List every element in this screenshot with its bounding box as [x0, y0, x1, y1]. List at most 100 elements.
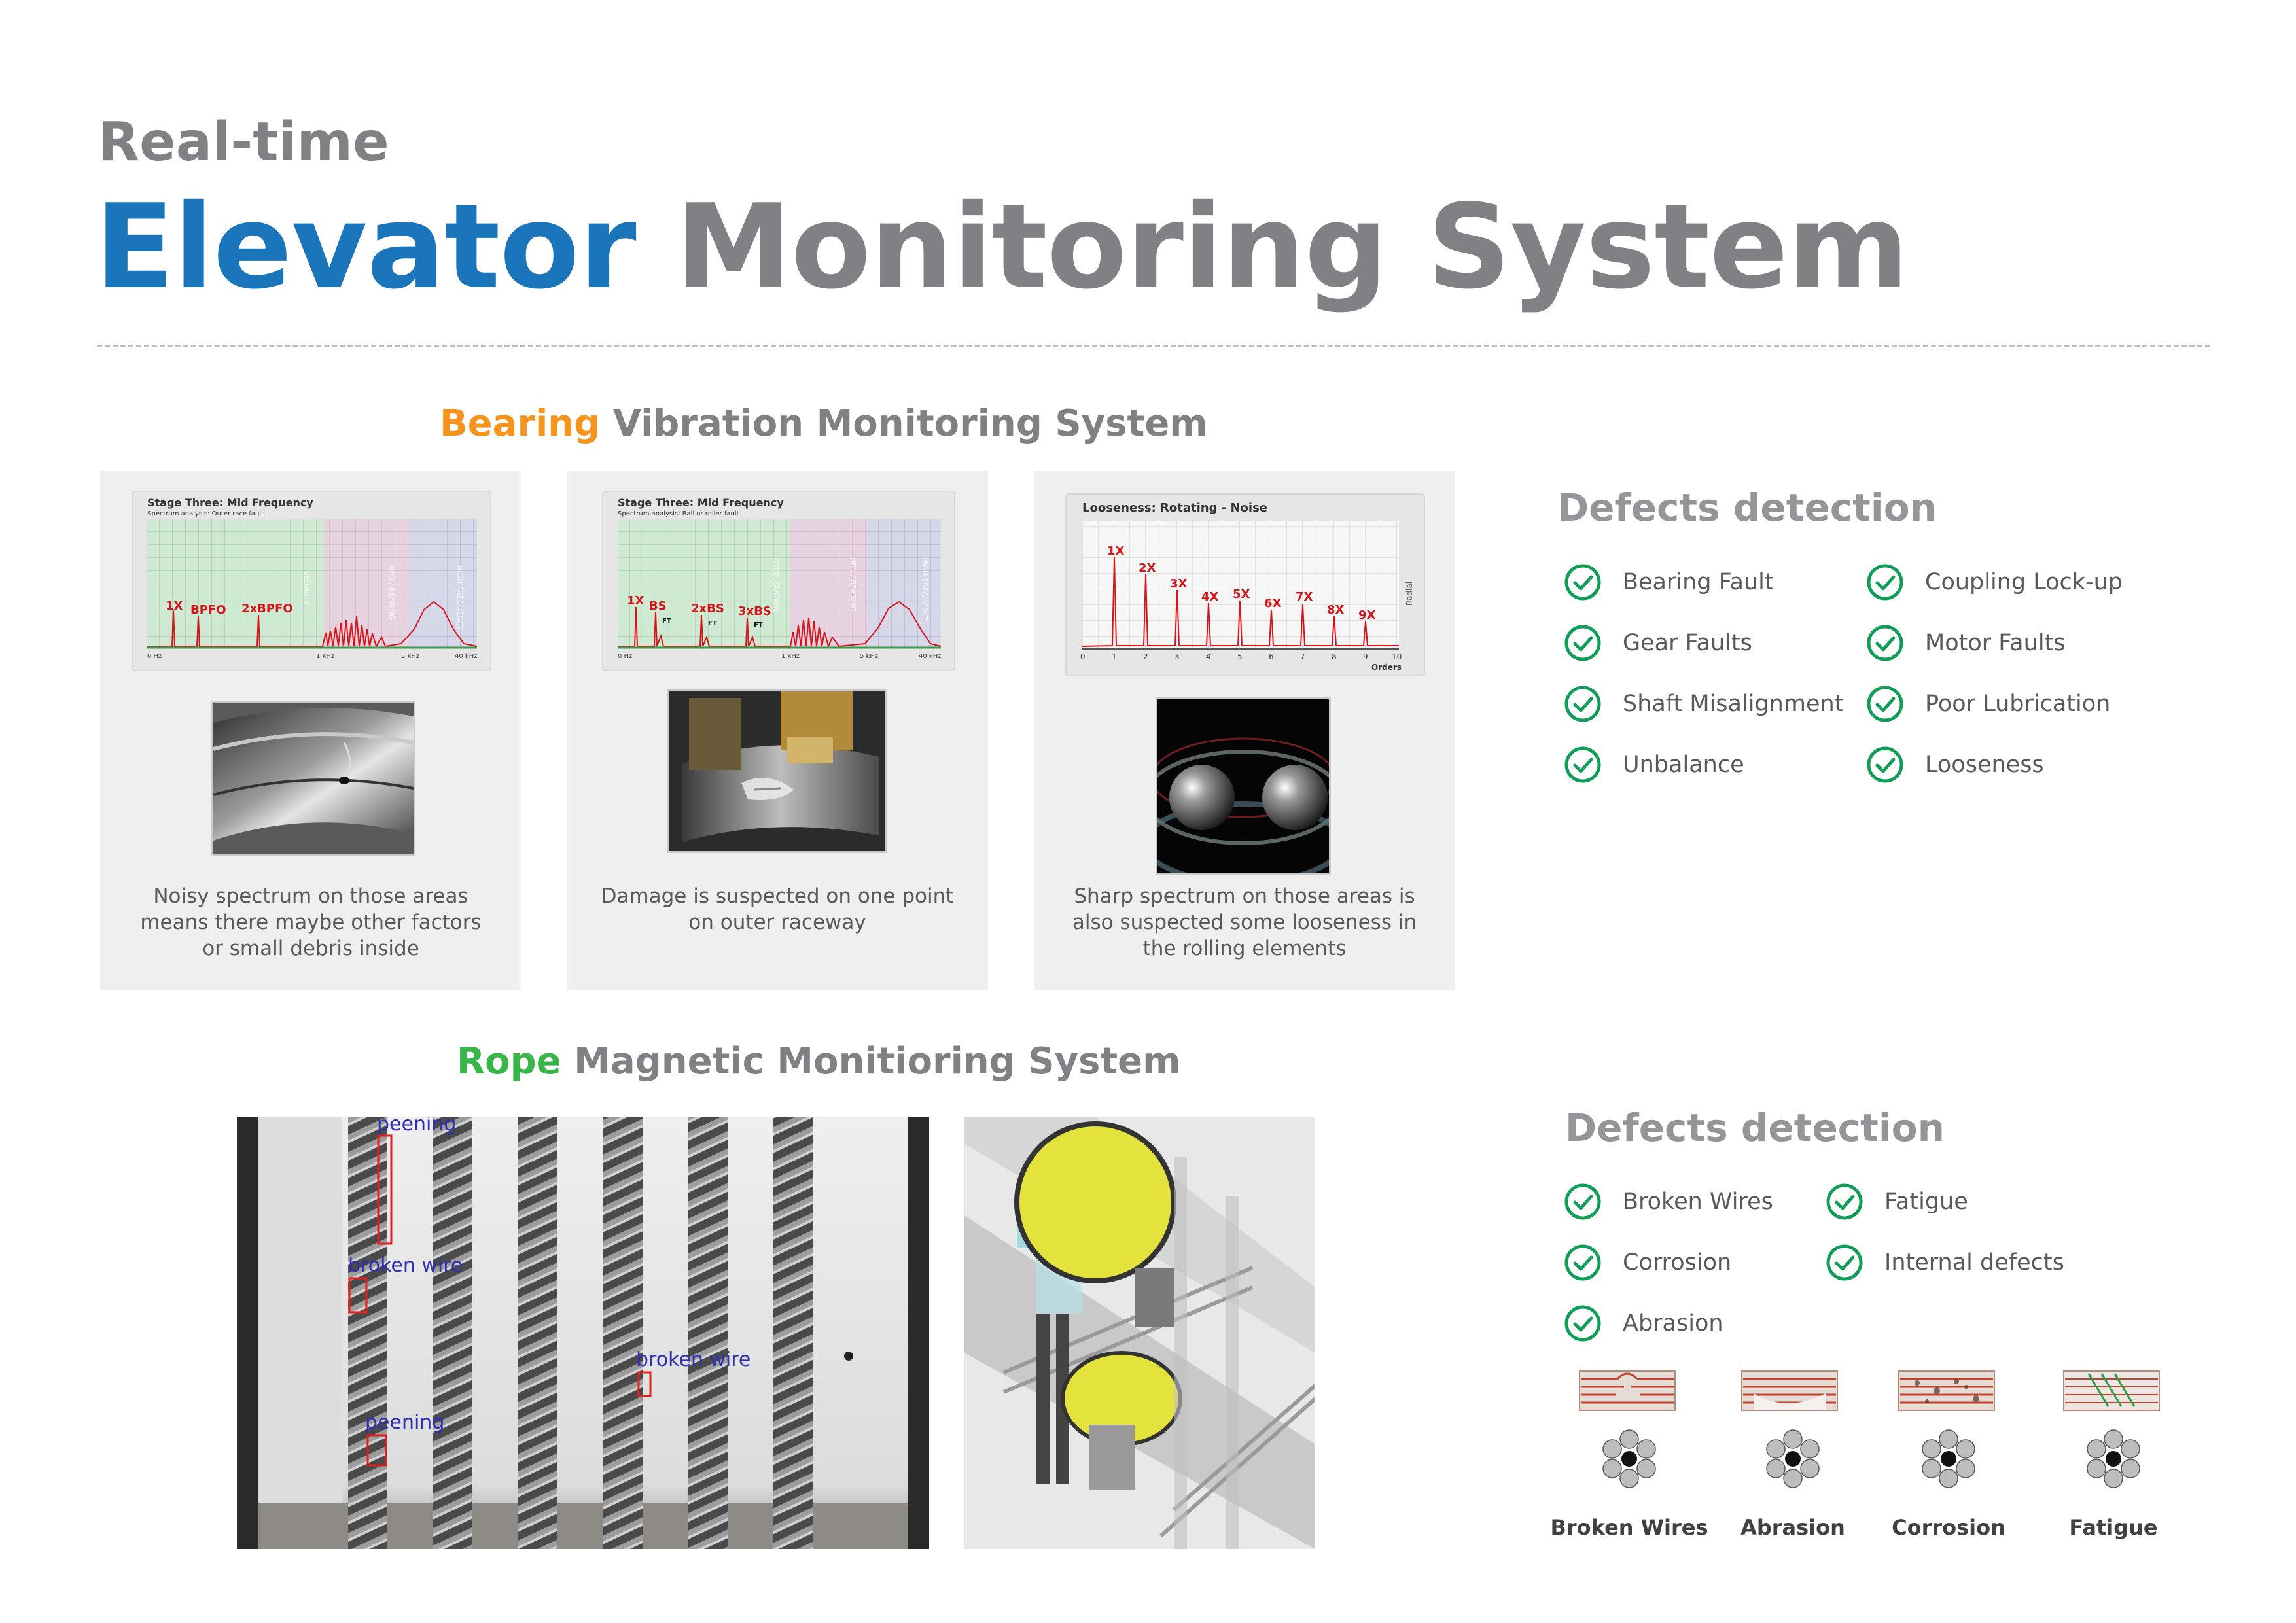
bearing-title-rest: Vibration Monitoring System [612, 402, 1208, 445]
bearing-defects-right-list: Coupling Lock-up Motor Faults Poor Lubri… [1866, 551, 2123, 795]
defect-item: Poor Lubrication [1866, 673, 2123, 734]
peak-label: BPFO [190, 603, 226, 617]
page-kicker: Real-time [98, 111, 389, 173]
rope-side-view [1898, 1370, 1995, 1411]
peak-label: 5X [1233, 587, 1250, 601]
chart-title: Looseness: Rotating - Noise [1082, 501, 1267, 515]
rope-cross-section [2087, 1429, 2140, 1488]
axis-tick: 8 [1332, 652, 1337, 661]
band-label: HIGH FREQUENCY [921, 557, 929, 622]
axis-tick: 5 kHz [860, 653, 878, 660]
band-label: VELOCITY [302, 570, 311, 606]
page-title-accent: Elevator [95, 179, 637, 315]
peak-label: 6X [1264, 597, 1282, 610]
peak-label: 1X [627, 594, 645, 608]
axis-tick: 1 kHz [781, 653, 800, 660]
defect-label: Broken Wires [1623, 1188, 1773, 1215]
defect-label: Abrasion [1623, 1310, 1723, 1336]
rope-cross-section [1602, 1429, 1656, 1488]
check-icon [1564, 564, 1601, 600]
axis-unit: Orders [1371, 663, 1402, 672]
sample-broken-wires: Broken Wires [1544, 1367, 1714, 1557]
chart-title: Stage Three: Mid Frequency [618, 497, 784, 509]
check-icon [1867, 686, 1903, 722]
axis-tick: 0 Hz [618, 653, 632, 660]
axis-tick: 1 [1112, 652, 1117, 661]
check-icon [1564, 1305, 1601, 1341]
defect-label: Bearing Fault [1623, 568, 1774, 595]
peak-label: 3X [1170, 577, 1188, 591]
rope-title-accent: Rope [457, 1040, 561, 1083]
panel-caption: Damage is suspected on one point on oute… [601, 884, 954, 934]
peak-label: 2xBPFO [241, 602, 293, 616]
spectrum-trace [617, 601, 942, 649]
bearing-panel-looseness: Looseness: Rotating - Noise 1X 2X 3X 4X … [1034, 471, 1455, 990]
defect-annotation: peening [377, 1117, 456, 1136]
rolling-elements-photo [1156, 697, 1331, 875]
chart-title: Stage Three: Mid Frequency [147, 497, 313, 509]
axis-tick: 10 [1392, 652, 1402, 661]
spectrum-chart-svg: Looseness: Rotating - Noise 1X 2X 3X 4X … [1080, 501, 1414, 672]
sample-label: Broken Wires [1550, 1515, 1708, 1540]
defect-label: Internal defects [1884, 1249, 2064, 1276]
spectrum-trace [1082, 557, 1399, 647]
sample-label: Fatigue [2069, 1515, 2158, 1540]
check-icon [1564, 1244, 1601, 1280]
page-title-rest: Monitoring System [675, 179, 1909, 315]
defect-label: Coupling Lock-up [1925, 568, 2123, 595]
axis-tick: 3 [1174, 652, 1180, 661]
spectrum-chart-ball-fault: Stage Three: Mid Frequency Spectrum anal… [602, 491, 955, 671]
bearing-panel-ball-fault: Stage Three: Mid Frequency Spectrum anal… [567, 471, 988, 990]
peak-label: 8X [1327, 603, 1345, 617]
spectrum-chart-looseness: Looseness: Rotating - Noise 1X 2X 3X 4X … [1065, 493, 1425, 676]
raceway-damage-photo [667, 689, 887, 853]
defect-label: Shaft Misalignment [1623, 690, 1844, 717]
chart-subtitle: Spectrum analysis: Outer race fault [147, 510, 264, 517]
rope-section-title: Rope Magnetic Monitioring System [457, 1040, 1181, 1083]
axis-tick: 5 [1237, 652, 1243, 661]
bearing-defects-left-list: Bearing Fault Gear Faults Shaft Misalign… [1564, 551, 1843, 795]
peak-label: 2X [1139, 561, 1156, 575]
axis-tick: 2 [1143, 652, 1148, 661]
sample-label: Corrosion [1892, 1515, 2005, 1540]
axis-tick: 7 [1300, 652, 1305, 661]
defect-item: Fatigue [1826, 1171, 2064, 1232]
ft-label: FT [662, 618, 671, 625]
rope-defects-title: Defects detection [1565, 1106, 1945, 1150]
rope-side-view [2063, 1370, 2160, 1411]
defect-item: Abrasion [1564, 1293, 1773, 1353]
band-label: HIGH FREQUENCY [455, 565, 464, 630]
defect-label: Looseness [1925, 751, 2044, 778]
chart-subtitle: Spectrum analysis: Ball or roller fault [618, 510, 739, 517]
check-icon [1564, 746, 1601, 782]
bearing-panel-outer-race: Stage Three: Mid Frequency Spectrum anal… [100, 471, 521, 990]
axis-tick: 40 kHz [919, 653, 941, 660]
axis-tick: 4 [1206, 652, 1211, 661]
ft-label: FT [708, 620, 717, 627]
rope-title-rest: Magnetic Monitioring System [574, 1040, 1181, 1083]
axis-tick: 40 kHz [455, 653, 477, 660]
page-title: Elevator Monitoring System [95, 183, 1909, 311]
rope-defect-samples: Broken Wires Abrasion [1544, 1367, 2212, 1557]
defect-item: Bearing Fault [1564, 551, 1843, 612]
band-label: HFD / BEARING [849, 557, 857, 612]
outer-race-photo [211, 701, 415, 856]
rope-defects-left-list: Broken Wires Corrosion Abrasion [1564, 1171, 1773, 1353]
axis-tick: 0 [1080, 652, 1086, 661]
defect-label: Unbalance [1623, 751, 1744, 778]
sample-corrosion: Corrosion [1863, 1367, 2034, 1557]
check-icon [1826, 1183, 1863, 1219]
band-label: HFD / BEARING [387, 565, 396, 620]
panel-caption: Sharp spectrum on those areas is also su… [1072, 884, 1417, 960]
check-icon [1867, 746, 1903, 782]
defect-item: Internal defects [1826, 1232, 2064, 1293]
check-icon [1564, 686, 1601, 722]
defect-label: Poor Lubrication [1925, 690, 2111, 717]
check-icon [1564, 1183, 1601, 1219]
panel-caption: Noisy spectrum on those areas means ther… [140, 884, 482, 960]
check-icon [1826, 1244, 1863, 1280]
axis-tick: 5 kHz [401, 653, 419, 660]
sample-fatigue: Fatigue [2028, 1367, 2199, 1557]
rope-side-view [1741, 1370, 1838, 1411]
defect-item: Unbalance [1564, 734, 1843, 795]
